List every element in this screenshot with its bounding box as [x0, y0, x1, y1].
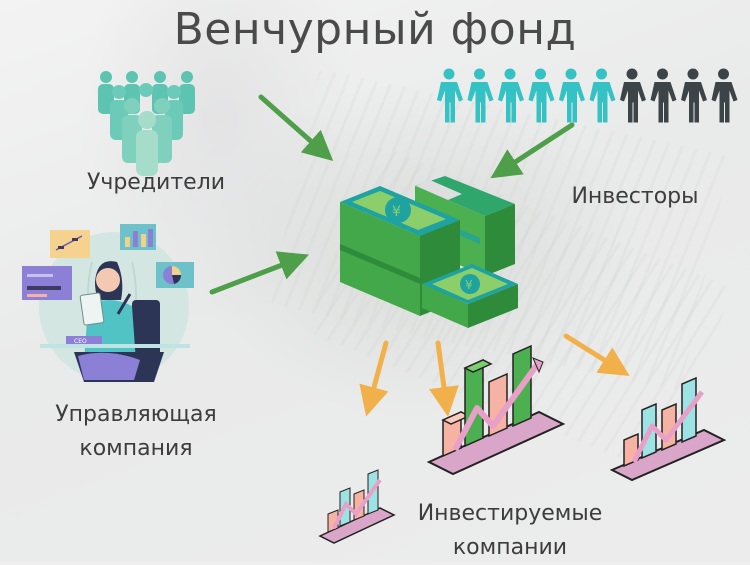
- arrow-fund-to-company-1: [359, 340, 389, 417]
- arrow-management-to-fund: [209, 251, 309, 295]
- arrow-fund-to-company-3: [563, 333, 630, 376]
- money-stack-icon: ¥ ¥: [340, 176, 518, 328]
- management-label: Управляющая компания: [36, 398, 236, 466]
- arrow-founders-to-fund: [258, 94, 334, 161]
- growth-chart-icon: [318, 469, 396, 544]
- management-label-line2: компания: [79, 436, 193, 461]
- arrow-fund-to-company-2: [429, 340, 459, 417]
- currency-symbol: ¥: [465, 278, 473, 292]
- growth-chart-icon: [609, 376, 727, 482]
- portfolio-label-line2: компании: [452, 535, 568, 560]
- founders-label: Учредители: [86, 170, 226, 195]
- ceo-badge: CEO: [74, 338, 87, 345]
- management-label-line1: Управляющая: [55, 402, 217, 427]
- growth-chart-icon: [426, 344, 566, 476]
- investors-label: Инвесторы: [571, 184, 699, 209]
- portfolio-label-line1: Инвестируемые: [417, 501, 603, 526]
- ceo-illustration-icon: CEO: [22, 224, 194, 382]
- portfolio-label: Инвестируемые компании: [400, 497, 620, 565]
- arrow-investors-to-fund: [490, 122, 575, 179]
- page-title: Венчурный фонд: [173, 4, 577, 55]
- currency-symbol: ¥: [392, 204, 401, 220]
- people-group-icon: [98, 71, 195, 176]
